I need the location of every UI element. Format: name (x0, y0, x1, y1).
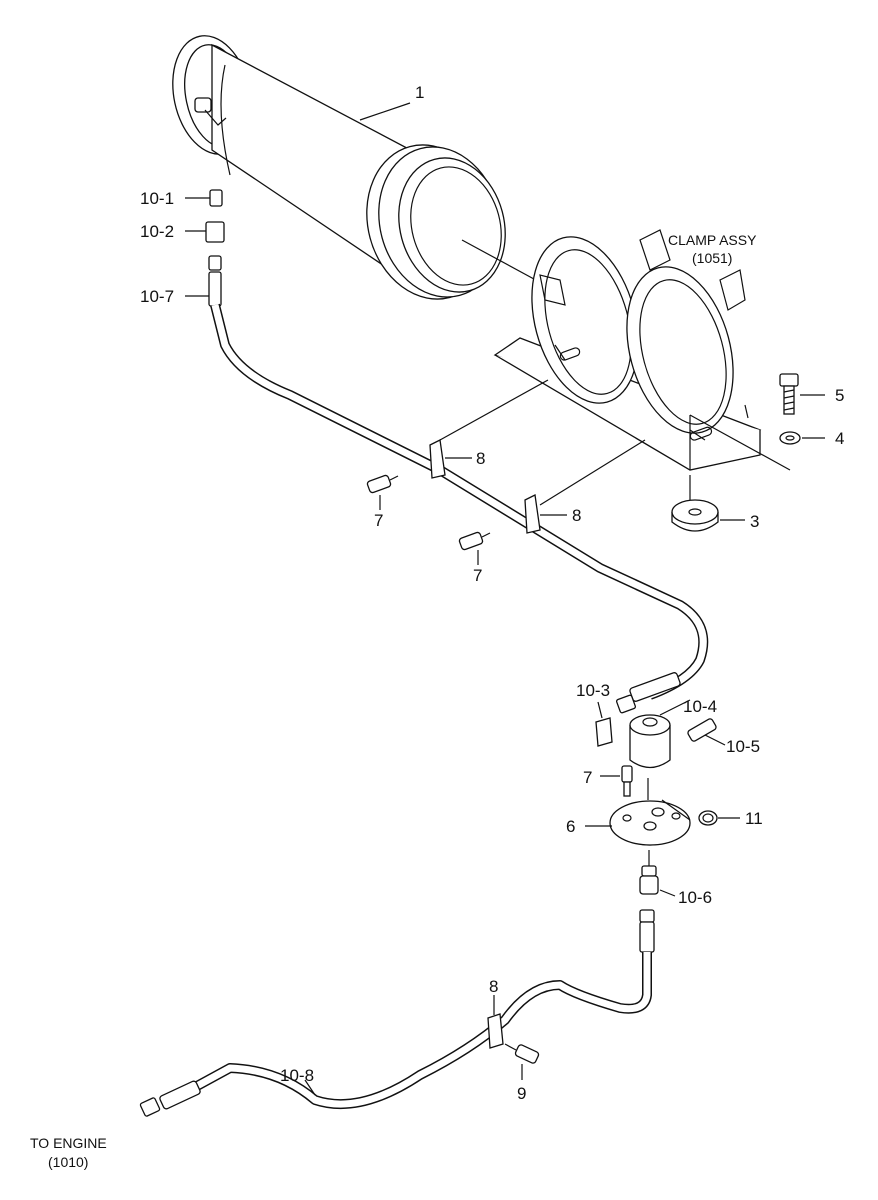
fitting-10-1 (185, 189, 223, 207)
washer-4 (779, 431, 825, 445)
label-11: 11 (745, 809, 763, 828)
hose-upper (210, 303, 709, 714)
label-7-b: 7 (473, 566, 482, 585)
fitting-10-6 (639, 850, 676, 897)
label-8-a: 8 (476, 449, 485, 468)
pad-3 (671, 499, 745, 532)
label-10-5: 10-5 (726, 737, 760, 756)
clip-8-upper-a (429, 439, 472, 479)
label-1: 1 (415, 83, 424, 102)
label-10-3: 10-3 (576, 681, 610, 700)
label-10-8: 10-8 (280, 1066, 314, 1085)
label-8-c: 8 (489, 977, 498, 996)
bolt-7-upper-b (458, 531, 491, 565)
tank (172, 35, 546, 300)
plate-6 (585, 778, 691, 846)
clip-8-upper-b (524, 494, 567, 534)
label-9: 9 (517, 1084, 526, 1103)
oring-11 (698, 810, 740, 826)
bolt-9 (504, 1043, 540, 1080)
label-engine-ref: (1010) (48, 1154, 88, 1170)
label-10-6: 10-6 (678, 888, 712, 907)
label-10-1: 10-1 (140, 189, 174, 208)
label-5: 5 (835, 386, 844, 405)
label-7-c: 7 (583, 768, 592, 787)
label-clamp-ref: (1051) (692, 250, 732, 266)
label-3: 3 (750, 512, 759, 531)
label-4: 4 (835, 429, 844, 448)
bolt-7-bracket (600, 765, 633, 797)
fitting-10-5 (687, 718, 726, 746)
label-10-4: 10-4 (683, 697, 717, 716)
label-8-b: 8 (572, 506, 581, 525)
bolt-5 (779, 373, 825, 415)
elbow-10-3 (595, 701, 613, 747)
clamp-assy (439, 229, 791, 506)
hose-lower (139, 909, 655, 1117)
hose-end-10-7 (185, 255, 222, 307)
fitting-10-2 (185, 221, 225, 243)
label-10-2: 10-2 (140, 222, 174, 241)
label-clamp-assy: CLAMP ASSY (668, 232, 757, 248)
label-7-a: 7 (374, 511, 383, 530)
label-10-7: 10-7 (140, 287, 174, 306)
label-6: 6 (566, 817, 575, 836)
label-to-engine: TO ENGINE (30, 1135, 107, 1151)
filter-10-4 (629, 699, 691, 769)
clip-8-lower (487, 995, 504, 1049)
bolt-7-upper-a (366, 474, 399, 510)
